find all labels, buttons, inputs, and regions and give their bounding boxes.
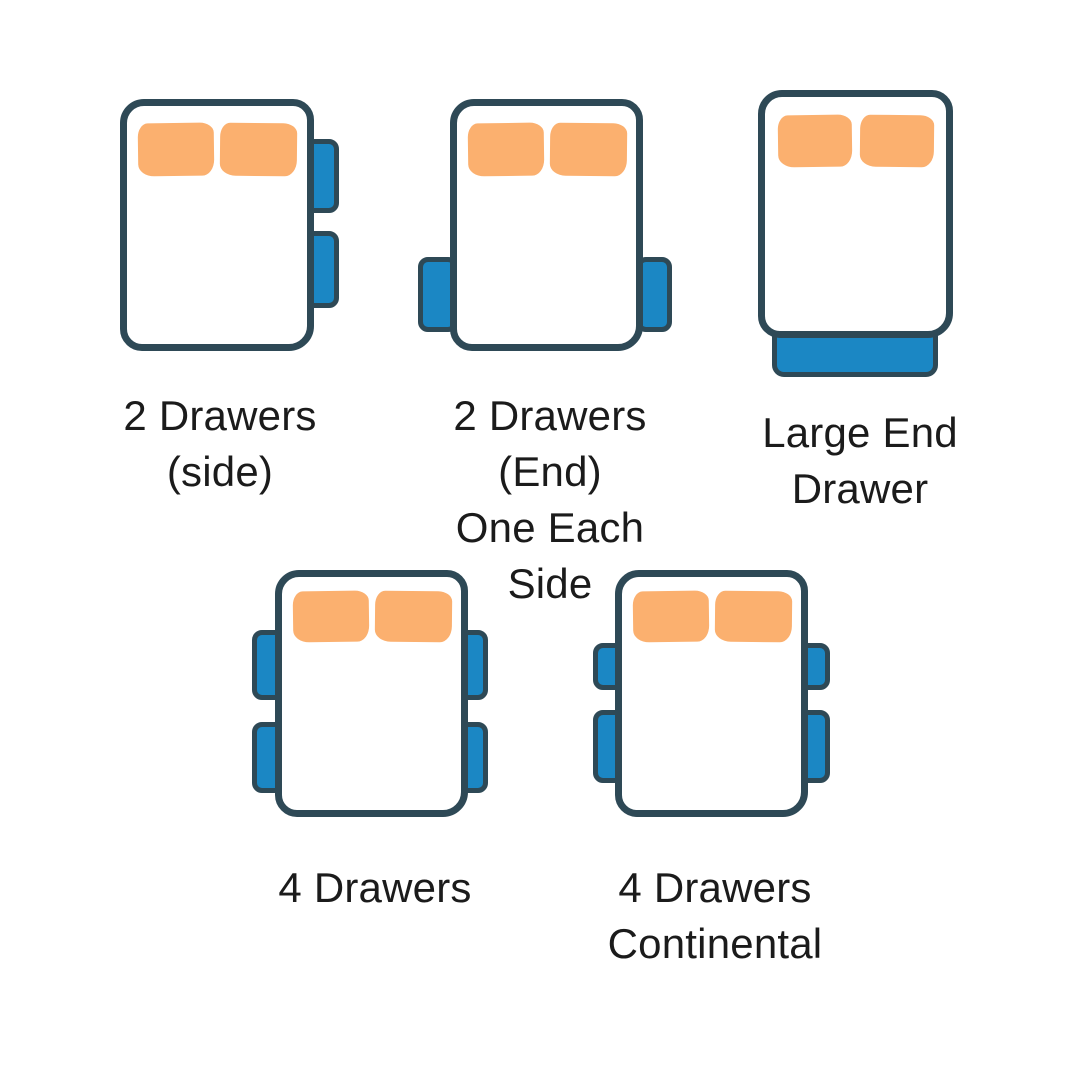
bed-icon — [615, 570, 808, 817]
bed-icon — [450, 99, 643, 351]
label-line-1: 2 Drawers (End) — [453, 392, 647, 495]
figure-4-drawers: 4 Drawers — [235, 550, 515, 980]
figure-2-drawers-side: 2 Drawers (side) — [80, 85, 360, 515]
bed-config-label: Large End Drawer — [730, 405, 990, 517]
bed-config-label: 4 Drawers — [235, 860, 515, 916]
pillow-right-icon — [549, 122, 628, 177]
pillow-left-icon — [467, 122, 545, 177]
label-line-2: One Each Side — [455, 504, 645, 607]
pillow-right-icon — [714, 590, 793, 643]
bed-icon — [758, 90, 953, 338]
bed-config-label: 2 Drawers (End) One Each Side — [410, 388, 690, 612]
label-line-2: Drawer — [791, 465, 929, 512]
label-line-1: 2 Drawers — [123, 392, 317, 439]
label-line-1: 4 Drawers — [618, 864, 812, 911]
figure-2-drawers-end-one-each-side: 2 Drawers (End) One Each Side — [410, 85, 690, 607]
label-line-2: Continental — [607, 920, 823, 967]
pillow-right-icon — [219, 122, 298, 177]
figure-large-end-drawer: Large End Drawer — [730, 80, 990, 520]
bed-config-label: 2 Drawers (side) — [80, 388, 360, 500]
label-line-1: Large End — [762, 409, 958, 456]
bed-config-label: 4 Drawers Continental — [575, 860, 855, 972]
pillow-left-icon — [137, 122, 215, 177]
pillow-left-icon — [632, 590, 710, 643]
pillow-right-icon — [374, 590, 453, 643]
label-line-1: 4 Drawers — [278, 864, 472, 911]
pillow-left-icon — [292, 590, 370, 643]
bed-icon — [275, 570, 468, 817]
label-line-2: (side) — [166, 448, 274, 495]
pillow-left-icon — [777, 114, 853, 168]
pillow-right-icon — [859, 114, 935, 168]
bed-icon — [120, 99, 314, 351]
figure-4-drawers-continental: 4 Drawers Continental — [575, 550, 855, 980]
